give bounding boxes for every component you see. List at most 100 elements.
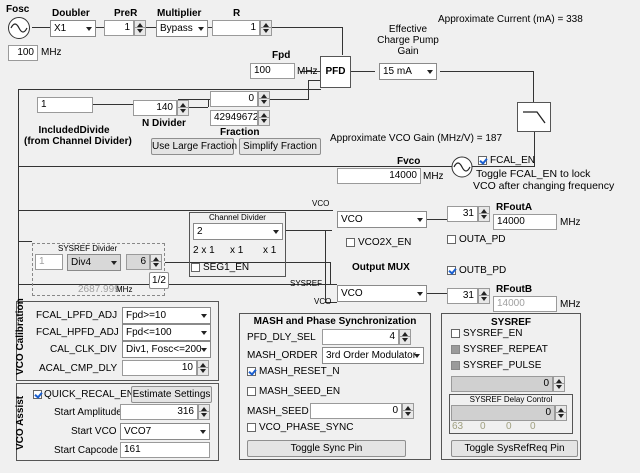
estimate-settings-button[interactable]: Estimate Settings	[131, 386, 212, 403]
vco-calibration-title: VCO Calibration	[15, 298, 26, 375]
sysref-delay-title: SYSREF Delay Control	[469, 395, 553, 404]
sysref-pulse-label: SYSREF_PULSE	[463, 360, 542, 371]
start-amplitude-input[interactable]: 316	[120, 404, 198, 420]
multiplier-value: Bypass	[160, 23, 193, 34]
fraction-numerator-input[interactable]: 0	[210, 91, 258, 107]
rfouta-freq-input[interactable]: 14000	[493, 214, 557, 230]
prer-spinner[interactable]	[134, 20, 146, 36]
sysref-delay-spinner	[555, 405, 567, 421]
fraction-denominator-input[interactable]: 4294967295	[210, 110, 258, 126]
rfoutb-power-spinner[interactable]	[478, 288, 490, 304]
r-spinner[interactable]	[260, 20, 272, 36]
prer-label: PreR	[114, 8, 138, 19]
vco-route-label-1: VCO	[312, 199, 330, 208]
sysref-divider-title: SYSREF Divider	[58, 244, 118, 253]
seg1-en-checkbox[interactable]	[191, 263, 200, 272]
acal-cmp-dly-spinner[interactable]	[197, 360, 209, 376]
vco-phase-sync-checkbox[interactable]	[247, 423, 256, 432]
fpd-unit: MHz	[297, 66, 318, 77]
mash-reset-n-checkbox[interactable]	[247, 367, 256, 376]
toggle-note-2: VCO after changing frequency	[473, 180, 615, 192]
quick-recal-en-checkbox[interactable]	[33, 390, 42, 399]
fpd-label: Fpd	[272, 50, 291, 61]
cp-gain-value: 15 mA	[383, 66, 412, 77]
chevron-down-icon	[111, 261, 117, 265]
fvco-unit: MHz	[423, 171, 444, 182]
mash-seed-en-checkbox[interactable]	[247, 387, 256, 396]
mash-reset-n-label: MASH_RESET_N	[259, 366, 340, 377]
use-large-fraction-button[interactable]: Use Large Fraction	[151, 138, 237, 155]
sysref-delay-value-2: 0	[480, 421, 486, 432]
fcal-hpfd-adj-value: Fpd<=100	[126, 327, 172, 338]
chevron-down-icon	[417, 218, 423, 222]
start-vco-label: Start VCO	[71, 426, 117, 437]
pfd-dly-sel-input[interactable]: 4	[322, 329, 399, 345]
n-divider-spinner[interactable]	[177, 100, 189, 116]
channel-divider-title: Channel Divider	[209, 213, 266, 222]
half-button[interactable]: 1/2	[149, 272, 169, 289]
fcal-hpfd-adj-select[interactable]: Fpd<=100	[122, 324, 211, 341]
chevron-down-icon	[414, 354, 420, 358]
n-divider-input[interactable]: 140	[133, 100, 177, 116]
n-divider-label: N Divider	[142, 118, 186, 129]
simplify-fraction-button[interactable]: Simplify Fraction	[239, 138, 321, 155]
sysref-pre-spinner[interactable]	[150, 254, 162, 270]
loop-filter-block	[517, 102, 551, 132]
multiplier-select[interactable]: Bypass	[156, 20, 208, 37]
sysref-delay-group	[449, 394, 573, 434]
included-divide-label: IncludedDivide	[38, 125, 110, 136]
fraction-numerator-spinner[interactable]	[258, 91, 270, 107]
vco-assist-title: VCO Assist	[15, 395, 26, 450]
cal-clk-div-select[interactable]: Div1, Fosc<=200	[122, 341, 211, 358]
sysref-group	[441, 313, 581, 460]
sysref-div-select[interactable]: Div4	[67, 254, 121, 271]
acal-cmp-dly-input[interactable]: 10	[122, 360, 197, 376]
outb-pd-checkbox[interactable]	[447, 266, 456, 275]
rfoutb-unit: MHz	[560, 299, 581, 310]
included-divide-input[interactable]: 1	[37, 97, 93, 113]
mash-order-select[interactable]: 3rd Order Modulator	[322, 347, 424, 364]
rfouta-power-input[interactable]: 31	[447, 206, 478, 222]
output-mux-b-select[interactable]: VCO	[337, 285, 427, 302]
mash-seed-spinner[interactable]	[402, 403, 414, 419]
pfd-dly-sel-label: PFD_DLY_SEL	[247, 332, 316, 343]
doubler-value: X1	[54, 23, 67, 34]
vco-icon	[451, 156, 473, 178]
outa-pd-checkbox[interactable]	[447, 235, 456, 244]
prer-input[interactable]: 1	[104, 20, 134, 36]
fraction-denominator-spinner[interactable]	[258, 110, 270, 126]
fcal-lpfd-adj-select[interactable]: Fpd>=10	[122, 307, 211, 324]
sysref-en-checkbox[interactable]	[451, 329, 460, 338]
pfd-dly-sel-spinner[interactable]	[399, 329, 411, 345]
doubler-select[interactable]: X1	[50, 20, 96, 37]
start-vco-value: VCO7	[124, 426, 152, 437]
chevron-down-icon	[273, 230, 279, 234]
start-capcode-input[interactable]: 161	[120, 442, 210, 458]
sysref-pulse-count-spinner	[553, 376, 565, 392]
vco2x-en-checkbox[interactable]	[346, 238, 355, 247]
start-amplitude-spinner[interactable]	[198, 404, 210, 420]
outa-pd-label: OUTA_PD	[459, 234, 506, 245]
cp-gain-label-3: Gain	[397, 46, 419, 57]
sysref-pulse-count-input: 0	[451, 376, 553, 392]
fpd-input[interactable]: 100	[250, 63, 295, 79]
vco-gain-text: Approximate VCO Gain (MHz/V) = 187	[330, 133, 503, 144]
rfoutb-power-input[interactable]: 31	[447, 288, 478, 304]
mash-seed-input[interactable]: 0	[310, 403, 402, 419]
vco2x-en-label: VCO2X_EN	[358, 237, 412, 248]
cp-gain-select[interactable]: 15 mA	[379, 63, 437, 80]
fosc-input[interactable]: 100	[8, 45, 38, 61]
included-divide-sublabel: (from Channel Divider)	[24, 136, 132, 147]
fcal-en-checkbox[interactable]	[478, 156, 487, 165]
r-input[interactable]: 1	[212, 20, 260, 36]
sysref-pre-input[interactable]: 6	[126, 254, 150, 270]
fvco-input[interactable]: 14000	[337, 168, 421, 184]
mash-title: MASH and Phase Synchronization	[253, 316, 417, 327]
toggle-sysrefreq-pin-button[interactable]: Toggle SysRefReq Pin	[451, 440, 578, 457]
output-mux-a-select[interactable]: VCO	[337, 211, 427, 228]
channel-divider-select[interactable]: 2	[193, 223, 283, 240]
start-vco-select[interactable]: VCO7	[120, 423, 210, 440]
toggle-sync-pin-button[interactable]: Toggle Sync Pin	[247, 440, 406, 457]
rfouta-power-spinner[interactable]	[478, 206, 490, 222]
fosc-label: Fosc	[6, 4, 30, 15]
